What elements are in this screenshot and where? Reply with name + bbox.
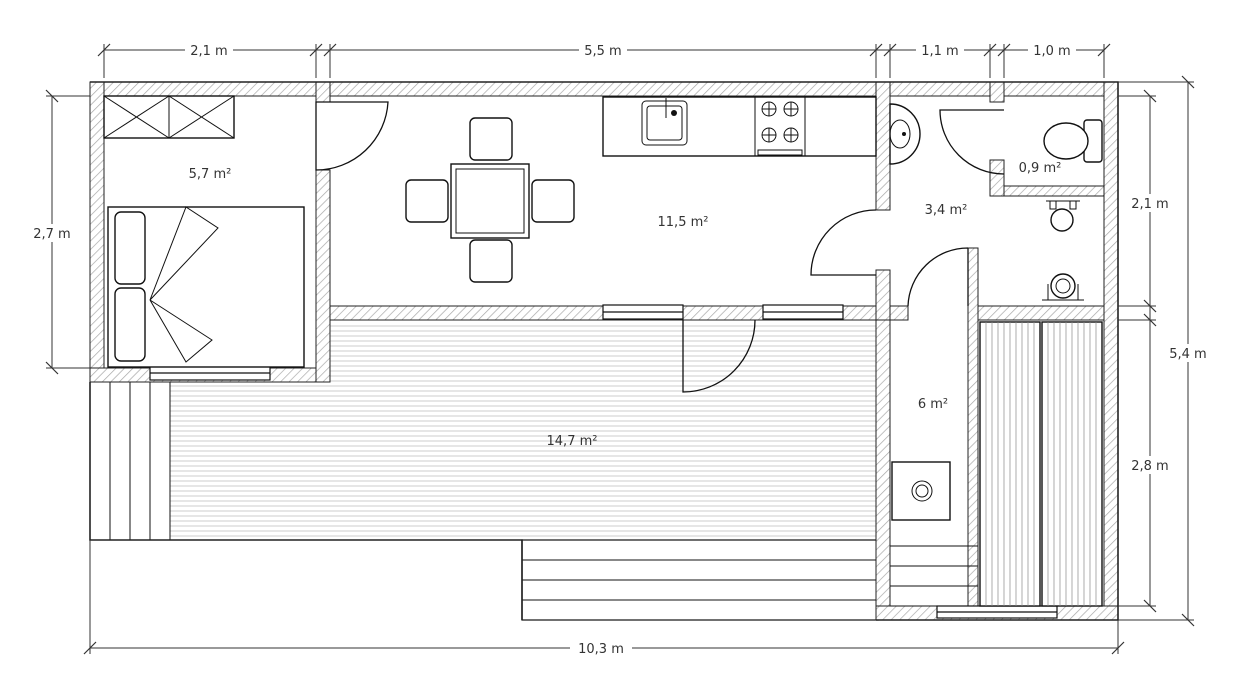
dimension-labels: 2,1 m 5,5 m 1,1 m 1,0 m 2,7 m 2,1 m 2,8 … — [28, 42, 1212, 657]
outline — [89, 81, 1119, 621]
terrace-deck — [170, 325, 876, 537]
kitchen-counter — [602, 96, 877, 157]
area-label-wc: 0,9 m² — [1019, 161, 1062, 176]
bed — [107, 206, 305, 368]
side-steps — [109, 382, 171, 540]
dim-top-bedroom: 2,1 m — [190, 44, 227, 59]
dim-top-wc: 1,0 m — [1033, 44, 1070, 59]
wardrobe — [103, 95, 235, 139]
dim-left-height: 2,7 m — [33, 227, 70, 242]
dim-right-lower: 2,8 m — [1131, 459, 1168, 474]
doors — [315, 101, 1005, 393]
area-label-terrace: 14,7 m² — [547, 434, 598, 449]
area-label-kitchen: 11,5 m² — [658, 215, 709, 230]
area-label-bedroom: 5,7 m² — [189, 167, 232, 182]
entrance-steps — [521, 539, 879, 621]
area-label-shower: 3,4 m² — [925, 203, 968, 218]
shower-fixture — [1046, 200, 1080, 232]
wc-door — [939, 109, 1005, 175]
dim-right-upper: 2,1 m — [1131, 197, 1168, 212]
area-label-sauna: 6 m² — [918, 397, 948, 412]
sauna-steps — [890, 545, 978, 607]
dim-top-shower: 1,1 m — [921, 44, 958, 59]
dim-bottom-total: 10,3 m — [578, 642, 624, 657]
bedroom-door — [315, 101, 389, 171]
sauna-benches — [979, 321, 1103, 607]
shower-mirror — [1042, 273, 1084, 301]
sauna-door — [907, 247, 969, 307]
dim-top-kitchen: 5,5 m — [584, 44, 621, 59]
washbasin — [889, 103, 921, 165]
shower-door — [810, 209, 877, 276]
toilet — [1043, 119, 1103, 163]
terrace-door — [682, 319, 756, 393]
dim-right-total: 5,4 m — [1169, 347, 1206, 362]
dining-table — [405, 117, 575, 283]
sauna-stove — [891, 461, 951, 521]
